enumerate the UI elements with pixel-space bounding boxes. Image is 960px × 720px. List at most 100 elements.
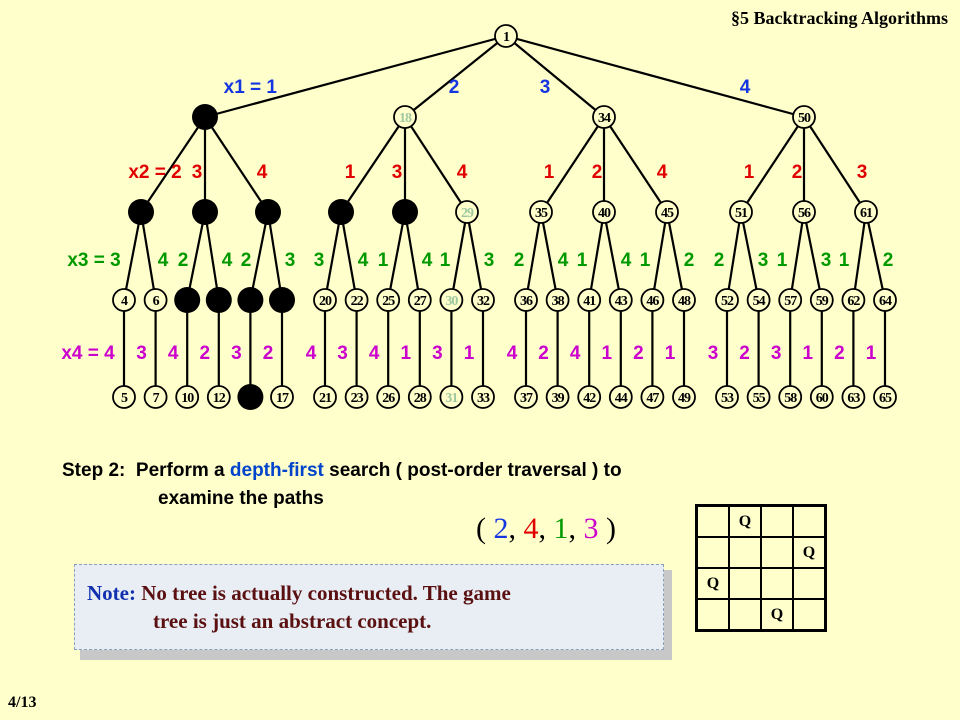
x3-edge-label: 2	[514, 250, 525, 271]
level4-node: 60	[809, 385, 834, 409]
level4-node: 49	[672, 385, 696, 409]
svg-text:6: 6	[153, 294, 160, 309]
tuple-value-2: 4	[523, 512, 539, 545]
level4-node: 17	[270, 385, 294, 409]
level3-node: 32	[471, 288, 495, 312]
svg-text:46: 46	[646, 294, 659, 309]
board-cell	[729, 537, 761, 568]
step-keyword: depth-first	[229, 460, 324, 481]
level1-node: 50	[792, 105, 816, 129]
pruned-level2-node	[255, 199, 281, 225]
tuple-open: (	[476, 512, 494, 545]
level2-node: 51	[729, 200, 753, 224]
x2-edge-label: 1	[744, 162, 755, 183]
svg-text:1: 1	[503, 30, 510, 45]
svg-text:61: 61	[860, 206, 873, 221]
x3-edge-label: 4	[358, 250, 369, 271]
level1-node: 18	[393, 105, 417, 129]
x3-edge-label: 3	[314, 250, 325, 271]
level2-node: 45	[655, 200, 679, 224]
level3-node: 48	[672, 288, 696, 312]
svg-text:31: 31	[445, 391, 458, 406]
level4-node: 55	[746, 385, 771, 409]
step-text-a: Perform a	[135, 460, 230, 481]
level4-node: 39	[545, 385, 570, 409]
x2-edge-label: 4	[457, 162, 468, 183]
level4-node: 10	[175, 385, 200, 409]
x4-edge-label: 3	[337, 343, 348, 364]
queen-cell: Q	[729, 506, 761, 537]
x3-edge-label: 2	[883, 250, 894, 271]
step-description: Step 2: Perform a depth-first search ( p…	[62, 457, 622, 513]
svg-text:42: 42	[583, 391, 596, 406]
svg-text:60: 60	[816, 391, 829, 406]
x4-edge-label: 2	[263, 343, 274, 364]
svg-text:5: 5	[121, 391, 128, 406]
level3-node: 64	[873, 288, 897, 312]
x4-edge-label: 1	[401, 343, 412, 364]
queen-cell: Q	[793, 537, 825, 568]
svg-text:57: 57	[784, 294, 797, 309]
svg-text:51: 51	[735, 206, 748, 221]
x4-edge-label: 1	[464, 343, 475, 364]
svg-text:36: 36	[520, 294, 533, 309]
x3-edge-label: 3	[758, 250, 769, 271]
x3-edge-label: 3	[484, 250, 495, 271]
level3-node: 38	[545, 288, 570, 312]
level2-node: 61	[854, 200, 878, 224]
svg-text:23: 23	[351, 391, 364, 406]
board-cell	[793, 599, 825, 630]
svg-text:41: 41	[583, 294, 596, 309]
x3-edge-label: 2	[684, 250, 695, 271]
level2-node: 29	[455, 200, 479, 224]
svg-text:59: 59	[816, 294, 829, 309]
note-box: Note: No tree is actually constructed. T…	[74, 564, 664, 650]
level3-node: 36	[514, 288, 538, 312]
svg-text:22: 22	[351, 294, 364, 309]
level4-node: 58	[778, 385, 803, 409]
level4-node: 12	[206, 385, 231, 409]
x2-edge-label: 4	[657, 162, 668, 183]
svg-text:63: 63	[847, 391, 860, 406]
step-text-b: search ( post-order traversal ) to	[323, 460, 622, 481]
svg-text:33: 33	[477, 391, 490, 406]
x2-edge-label: 2	[592, 162, 603, 183]
svg-text:43: 43	[615, 294, 628, 309]
level3-node: 30	[439, 288, 464, 312]
x3-edge-label: 4	[621, 250, 632, 271]
svg-text:4: 4	[121, 294, 128, 309]
svg-text:64: 64	[879, 294, 892, 309]
level4-node: 31	[439, 385, 464, 409]
x4-edge-label: 1	[866, 343, 877, 364]
board-cell	[697, 537, 729, 568]
svg-text:44: 44	[615, 391, 628, 406]
board-cell	[697, 599, 729, 630]
x1-edge-label: x1 = 1	[224, 77, 278, 98]
svg-text:62: 62	[847, 294, 860, 309]
x3-edge-label: 4	[158, 250, 169, 271]
level4-node: 5	[112, 385, 136, 409]
x4-edge-label: 2	[200, 343, 211, 364]
root-node: 1	[494, 24, 518, 48]
level4-node: 21	[313, 385, 337, 409]
pruned-level2-node	[392, 199, 418, 225]
svg-text:48: 48	[678, 294, 691, 309]
svg-text:12: 12	[213, 391, 226, 406]
svg-text:37: 37	[520, 391, 533, 406]
level4-node: 33	[471, 385, 495, 409]
x3-edge-label: x3 = 3	[67, 250, 120, 271]
svg-text:27: 27	[414, 294, 427, 309]
x4-edge-label: 1	[602, 343, 613, 364]
level4-node: 37	[514, 385, 538, 409]
x3-edge-label: 3	[821, 250, 832, 271]
x4-edge-label: 4	[507, 343, 518, 364]
x4-edge-label: 3	[771, 343, 782, 364]
queen-cell: Q	[761, 599, 793, 630]
pruned-level3-node	[269, 287, 295, 313]
page-number: 4/13	[8, 694, 37, 711]
x3-edge-label: 2	[241, 250, 252, 271]
tuple-value-1: 2	[493, 512, 509, 545]
